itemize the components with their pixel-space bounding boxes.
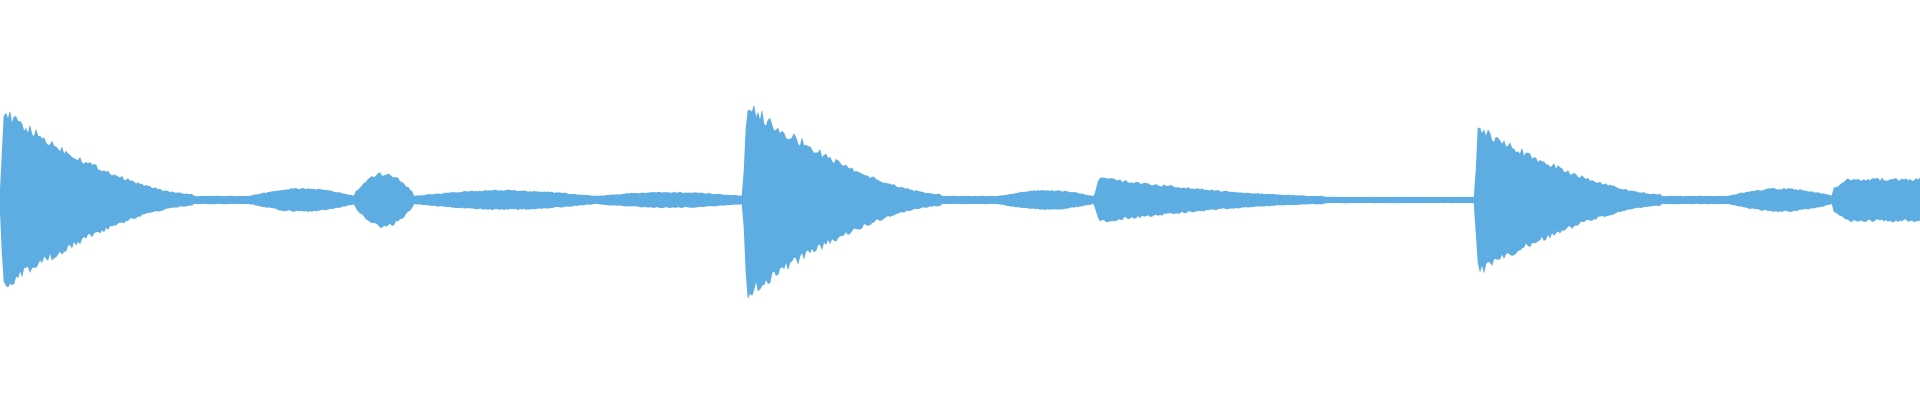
waveform-shape <box>0 105 1920 299</box>
